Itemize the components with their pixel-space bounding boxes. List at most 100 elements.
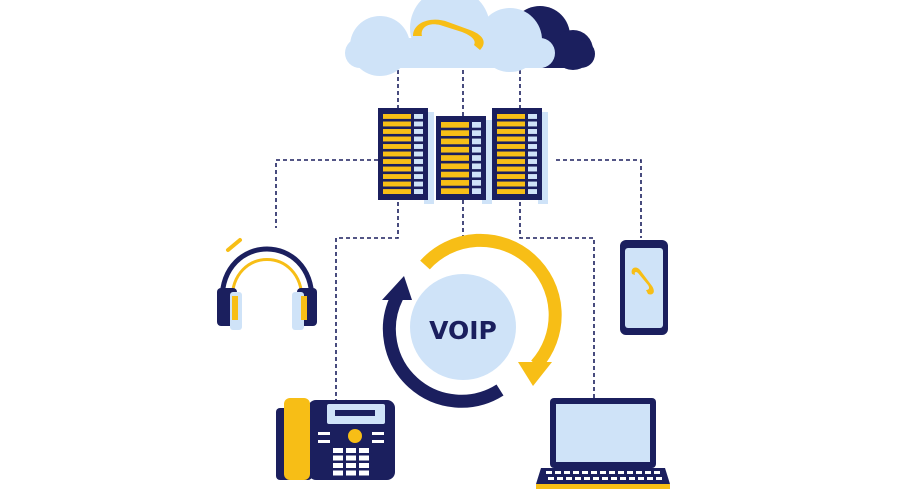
keypad-key <box>346 463 356 468</box>
keypad-key <box>346 448 356 453</box>
connector-lines <box>275 70 642 400</box>
server-slot <box>441 180 469 186</box>
server-slot-light <box>528 136 537 142</box>
server-slot-light <box>472 146 481 153</box>
server-slot <box>497 151 525 157</box>
keyboard-key <box>627 471 633 474</box>
server-slot-light <box>414 121 423 127</box>
keypad-key <box>333 470 343 476</box>
keyboard-key <box>575 477 581 480</box>
server-slot <box>441 171 469 178</box>
keyboard-key <box>593 477 599 480</box>
keypad-key <box>359 455 369 461</box>
keyboard-key <box>548 477 554 480</box>
server-slot <box>497 136 525 142</box>
connector-headphones <box>275 159 378 228</box>
keyboard-key <box>566 477 572 480</box>
keypad-key <box>346 470 356 476</box>
server-slot <box>497 121 525 127</box>
keyboard-key <box>546 471 552 474</box>
desk-phone-icon <box>276 398 395 480</box>
server-slot-light <box>472 130 481 136</box>
server-slot-light <box>472 180 481 186</box>
server-slot <box>441 188 469 194</box>
server-slot-light <box>414 129 423 134</box>
server-shadow <box>424 112 434 204</box>
server-slot <box>441 122 469 128</box>
server-slot-light <box>528 181 537 187</box>
server-slot-light <box>528 121 537 127</box>
keypad-key <box>359 470 369 476</box>
keypad-key <box>359 463 369 468</box>
smartphone-icon <box>620 240 668 335</box>
keypad-key <box>359 448 369 453</box>
server-slot <box>441 163 469 170</box>
server-slot-light <box>414 114 423 119</box>
server-slot <box>383 136 411 142</box>
voip-cycle: VOIP <box>382 233 562 408</box>
server-slot <box>497 144 525 149</box>
headphones-icon <box>217 238 317 330</box>
keyboard-key <box>557 477 563 480</box>
server-shadow <box>538 112 548 204</box>
server-slot-light <box>528 159 537 164</box>
server-slot <box>497 181 525 187</box>
server-slot <box>383 189 411 194</box>
server-slot-light <box>528 144 537 149</box>
server-slot <box>383 114 411 119</box>
keyboard-key <box>564 471 570 474</box>
server-slot <box>383 144 411 149</box>
connector-smartphone <box>556 159 642 238</box>
server-slot <box>441 130 469 136</box>
keyboard-key <box>645 471 651 474</box>
server-slot-light <box>414 159 423 164</box>
server-slot-light <box>472 171 481 178</box>
server-slot <box>383 174 411 179</box>
server-slot-light <box>472 138 481 145</box>
server-slot-light <box>472 163 481 170</box>
keyboard-key <box>654 471 660 474</box>
keypad-key <box>333 463 343 468</box>
keyboard-key <box>555 471 561 474</box>
server-slot <box>497 129 525 134</box>
server-shadow <box>482 120 492 204</box>
server-slot <box>383 166 411 172</box>
phone-handset-icon <box>413 19 484 50</box>
server-slot-light <box>528 151 537 157</box>
cloud-phone-icon <box>345 0 595 76</box>
keyboard-key <box>609 471 615 474</box>
keyboard-key <box>618 471 624 474</box>
server-slot-light <box>414 181 423 187</box>
keyboard-key <box>573 471 579 474</box>
server-rack <box>492 108 548 204</box>
server-slot <box>383 181 411 187</box>
keyboard-key <box>620 477 626 480</box>
voip-label: VOIP <box>429 316 497 345</box>
keyboard-key <box>638 477 644 480</box>
server-slot <box>383 151 411 157</box>
server-slot-light <box>528 114 537 119</box>
server-rack <box>436 116 492 204</box>
keyboard-key <box>602 477 608 480</box>
server-slot <box>441 138 469 145</box>
server-rack-icon <box>378 108 548 204</box>
keyboard-key <box>582 471 588 474</box>
server-slot-light <box>414 189 423 194</box>
keypad-key <box>333 455 343 461</box>
phone-handset-icon <box>631 267 654 295</box>
server-slot-light <box>528 189 537 194</box>
server-slot-light <box>528 174 537 179</box>
laptop-icon <box>536 398 670 489</box>
keypad-key <box>333 448 343 453</box>
keyboard-key <box>656 477 662 480</box>
keyboard-key <box>636 471 642 474</box>
server-slot-light <box>472 188 481 194</box>
navy-arrowhead <box>382 276 412 300</box>
server-slot-light <box>414 144 423 149</box>
server-slot-light <box>528 166 537 172</box>
keyboard-key <box>584 477 590 480</box>
connector-desk-phone <box>335 202 399 400</box>
yellow-arrowhead <box>518 362 552 386</box>
server-slot <box>441 146 469 153</box>
connector-laptop <box>519 202 595 398</box>
